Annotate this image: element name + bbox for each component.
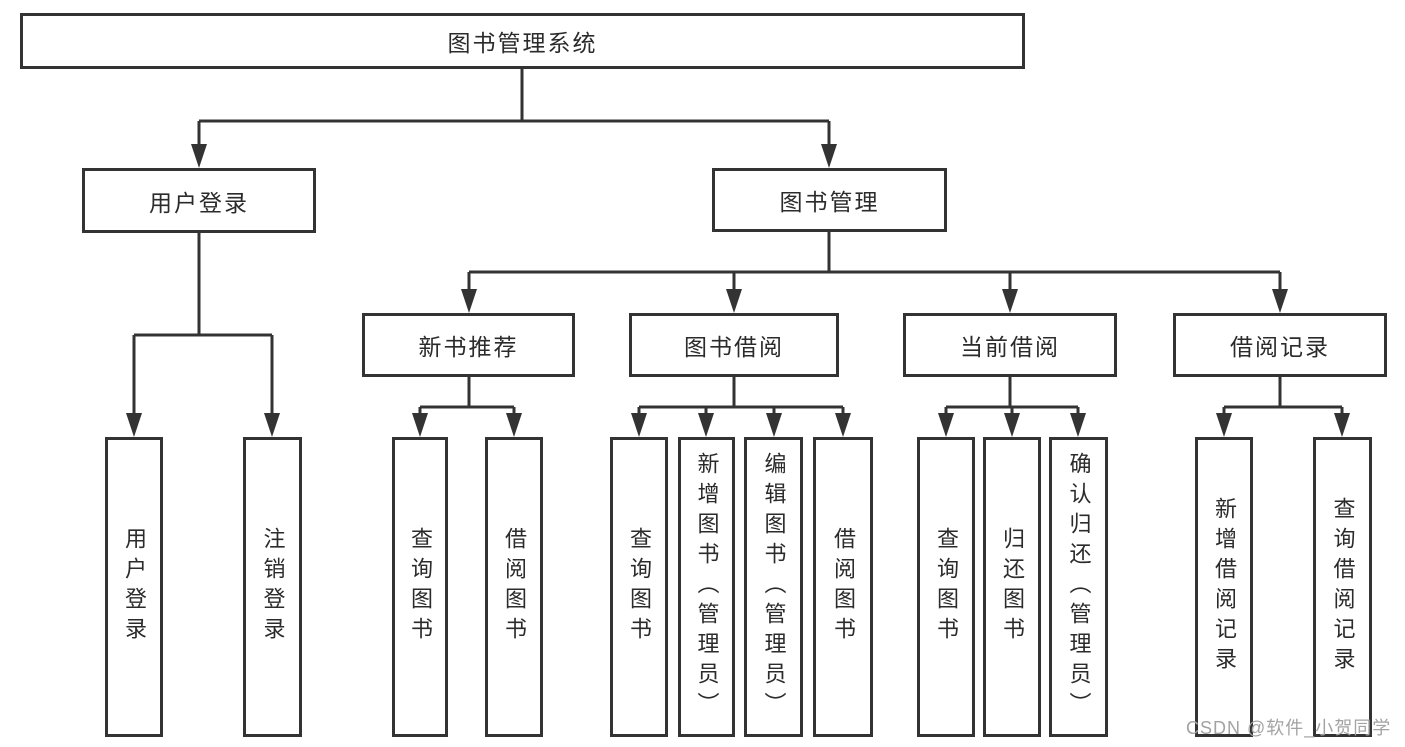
- arrow-down-icon: [1004, 413, 1020, 437]
- connector-currentborrow-to-leaves: [944, 377, 1080, 417]
- leaf-query-books-current: 查询图书: [917, 437, 975, 737]
- leaf-confirm-return-admin: 确认归还（管理员）: [1049, 437, 1108, 737]
- connector-bookmgmt-to-level3: [467, 232, 1282, 293]
- arrow-down-icon: [938, 413, 954, 437]
- leaf-add-borrow-record: 新增借阅记录: [1195, 437, 1253, 737]
- arrow-down-icon: [1070, 413, 1086, 437]
- node-new-book-recommend: 新书推荐: [362, 313, 575, 377]
- arrow-down-icon: [1002, 289, 1018, 313]
- arrow-down-icon: [835, 413, 851, 437]
- connector-userlogin-to-leaves: [132, 233, 274, 417]
- leaf-query-books-recommend: 查询图书: [392, 437, 448, 737]
- leaf-user-login: 用户登录: [105, 437, 163, 737]
- node-library-system: 图书管理系统: [20, 13, 1025, 69]
- node-book-borrowing: 图书借阅: [629, 313, 839, 377]
- arrow-down-icon: [461, 289, 477, 313]
- node-current-borrowing: 当前借阅: [903, 313, 1117, 377]
- arrow-down-icon: [1272, 289, 1288, 313]
- arrow-down-icon: [698, 413, 714, 437]
- arrow-down-icon: [126, 413, 142, 437]
- leaf-query-books-borrowing: 查询图书: [610, 437, 668, 737]
- leaf-query-borrow-record: 查询借阅记录: [1313, 437, 1372, 737]
- arrow-down-icon: [1334, 413, 1350, 437]
- leaf-borrow-books-recommend: 借阅图书: [485, 437, 543, 737]
- connector-newbook-to-leaves: [418, 377, 516, 417]
- arrow-down-icon: [821, 144, 837, 168]
- arrow-down-icon: [264, 413, 280, 437]
- node-user-login: 用户登录: [82, 168, 316, 233]
- arrow-down-icon: [412, 413, 428, 437]
- connector-root-to-level2: [197, 69, 831, 148]
- node-book-management: 图书管理: [712, 168, 947, 232]
- csdn-watermark: CSDN @软件_小贺同学: [1186, 718, 1392, 738]
- node-borrowing-records: 借阅记录: [1173, 313, 1387, 377]
- arrow-down-icon: [631, 413, 647, 437]
- leaf-return-books: 归还图书: [983, 437, 1041, 737]
- arrow-down-icon: [506, 413, 522, 437]
- connector-records-to-leaves: [1222, 377, 1344, 417]
- leaf-logout: 注销登录: [243, 437, 302, 737]
- arrow-down-icon: [191, 144, 207, 168]
- leaf-add-books-admin: 新增图书（管理员）: [678, 437, 735, 737]
- leaf-borrow-books-borrowing: 借阅图书: [813, 437, 873, 737]
- arrow-down-icon: [766, 413, 782, 437]
- leaf-edit-books-admin: 编辑图书（管理员）: [744, 437, 803, 737]
- arrow-down-icon: [1216, 413, 1232, 437]
- arrow-down-icon: [726, 289, 742, 313]
- connector-bookborrow-to-leaves: [637, 377, 845, 417]
